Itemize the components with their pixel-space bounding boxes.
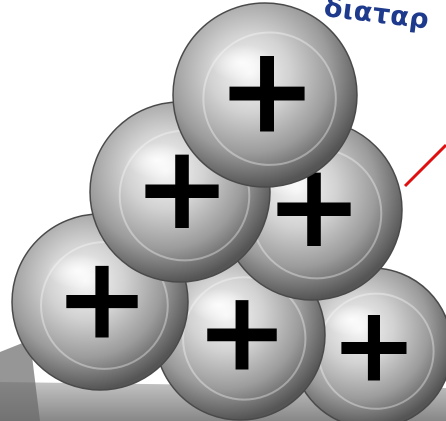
balls-group: ++++++ [12, 3, 446, 421]
plus-sign: + [217, 22, 318, 161]
arrow-line [405, 145, 446, 186]
plus-sign: + [330, 283, 417, 405]
ball-top: + [173, 3, 357, 187]
